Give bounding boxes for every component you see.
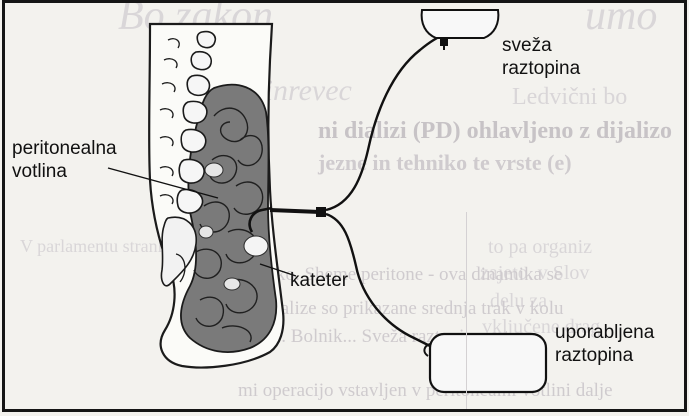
figure-page: Bo zakon umo prinrevec Ledvični bo V par…: [0, 0, 689, 416]
figure-frame: [2, 0, 687, 412]
